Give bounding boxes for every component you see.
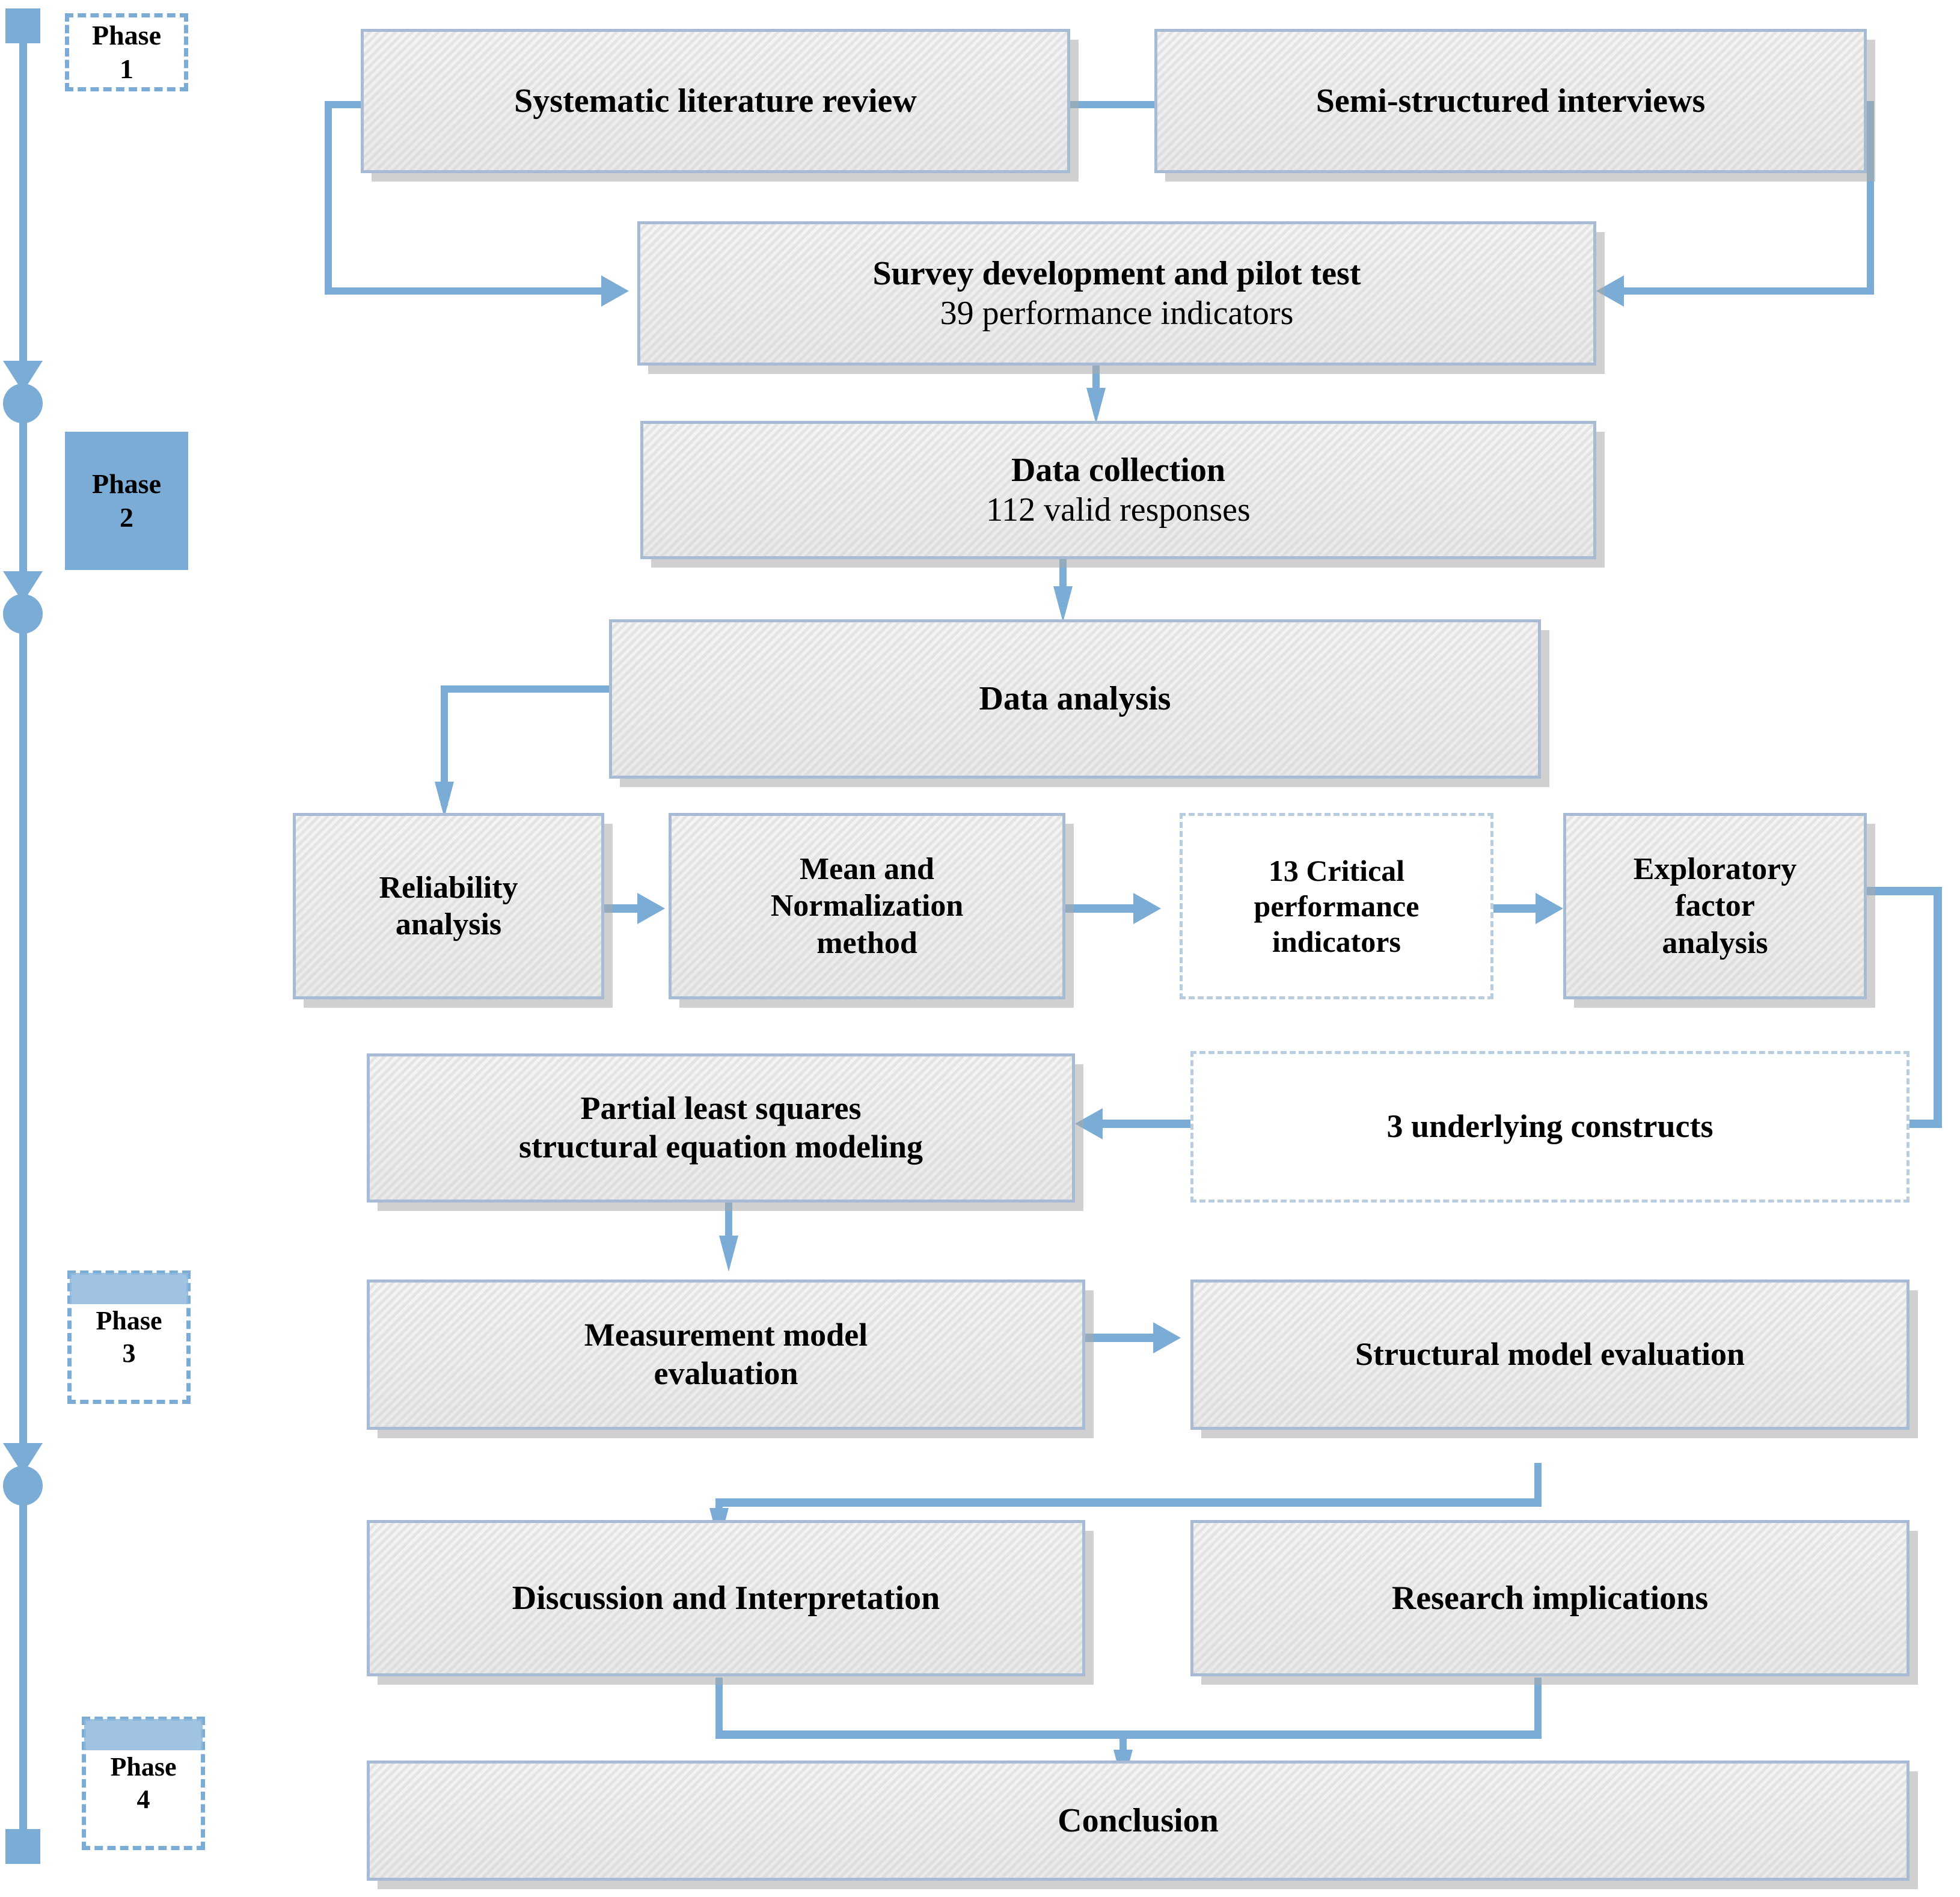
node-discussion-and-interpretation[interactable]: Discussion and Interpretation <box>367 1520 1085 1676</box>
node-mean-normalization-method[interactable]: Mean and Normalization method <box>669 813 1065 999</box>
edge-da-rel-arrow-icon <box>435 782 454 818</box>
node-label-line1: Mean and <box>800 851 934 886</box>
phase-3-number: 3 <box>122 1338 136 1368</box>
timeline-node-3 <box>3 1466 43 1506</box>
node-label-line1: Data collection <box>1011 451 1226 489</box>
node-underlying-constructs[interactable]: 3 underlying constructs <box>1190 1051 1909 1203</box>
timeline-segment-2 <box>19 415 27 589</box>
phase-marker-4: Phase 4 <box>82 1717 205 1850</box>
edge-slr-out <box>325 101 367 108</box>
node-label-line2: 39 performance indicators <box>940 295 1294 332</box>
phase-1-name: Phase <box>92 19 161 51</box>
node-label: Discussion and Interpretation <box>512 1579 940 1617</box>
edge-survey-dc-arrow-icon <box>1086 388 1106 424</box>
edge-da-rel-down <box>441 685 448 806</box>
node-measurement-model-evaluation[interactable]: Measurement model evaluation <box>367 1279 1085 1430</box>
phase-1-number: 1 <box>120 54 133 84</box>
edge-sm-disc-across <box>715 1498 1542 1507</box>
node-label-line3: method <box>816 925 917 960</box>
edge-constructs-pls-line <box>1100 1120 1190 1128</box>
edge-ssi-across <box>1623 287 1874 295</box>
node-conclusion[interactable]: Conclusion <box>367 1761 1909 1881</box>
edge-mean-cpi-arrow-icon <box>1133 893 1161 924</box>
node-label: 3 underlying constructs <box>1386 1108 1713 1145</box>
timeline-node-1 <box>3 384 43 423</box>
edge-ri-merge-down <box>1534 1678 1542 1738</box>
node-label-line2: 112 valid responses <box>986 491 1251 529</box>
timeline-segment-1 <box>19 36 27 379</box>
node-label-line1: Measurement model <box>584 1317 868 1353</box>
phase-4-number: 4 <box>136 1785 150 1814</box>
node-reliability-analysis[interactable]: Reliability analysis <box>293 813 604 999</box>
edge-da-rel-across <box>441 685 609 693</box>
node-label-line1: 13 Critical <box>1268 853 1405 887</box>
node-label-line2: evaluation <box>654 1355 798 1391</box>
node-semi-structured-interviews[interactable]: Semi-structured interviews <box>1154 29 1867 173</box>
node-label: Conclusion <box>1058 1801 1219 1839</box>
node-exploratory-factor-analysis[interactable]: Exploratory factor analysis <box>1563 813 1867 999</box>
node-data-analysis[interactable]: Data analysis <box>609 619 1541 779</box>
edge-rel-mean-line <box>604 904 642 913</box>
node-research-implications[interactable]: Research implications <box>1190 1520 1909 1676</box>
node-data-collection[interactable]: Data collection 112 valid responses <box>640 421 1596 559</box>
edge-rel-mean-arrow-icon <box>637 893 665 924</box>
timeline-start-marker <box>5 8 40 43</box>
edge-mm-sm-arrow-icon <box>1153 1322 1181 1353</box>
node-label-line1: Reliability <box>379 870 518 905</box>
node-structural-model-evaluation[interactable]: Structural model evaluation <box>1190 1279 1909 1430</box>
phase-marker-3: Phase 3 <box>67 1270 191 1404</box>
phase-marker-1: Phase 1 <box>65 13 188 91</box>
phase-3-name: Phase <box>96 1306 162 1336</box>
node-label-line1: Partial least squares <box>580 1090 862 1127</box>
node-label: Structural model evaluation <box>1355 1336 1745 1373</box>
edge-efa-out <box>1864 887 1941 895</box>
node-label-line2: factor <box>1675 889 1755 924</box>
node-label-line3: indicators <box>1272 924 1401 958</box>
timeline-segment-3 <box>19 625 27 1461</box>
edge-slr-down <box>325 101 332 295</box>
edge-merge-bar <box>715 1730 1542 1739</box>
node-label: Research implications <box>1391 1579 1709 1617</box>
edge-disc-merge-down <box>715 1678 723 1738</box>
node-label-line1: Exploratory <box>1633 851 1797 886</box>
node-systematic-literature-review[interactable]: Systematic literature review <box>361 29 1070 173</box>
edge-slr-arrow-icon <box>601 275 629 307</box>
node-label-line2: performance <box>1254 889 1419 923</box>
timeline-segment-4 <box>19 1497 27 1864</box>
node-label-line2: analysis <box>395 907 502 942</box>
edge-cpi-efa-arrow-icon <box>1536 893 1563 924</box>
edge-mm-sm-line <box>1085 1334 1163 1342</box>
edge-efa-down <box>1934 887 1942 1127</box>
phase-marker-2: Phase 2 <box>65 432 188 570</box>
edge-mean-cpi-line <box>1065 904 1144 913</box>
edge-sm-disc-down <box>1534 1463 1542 1505</box>
edge-constructs-pls-arrow-icon <box>1075 1108 1103 1139</box>
edge-pls-mm-line <box>725 1203 732 1245</box>
edge-slr-ssi <box>1070 101 1154 108</box>
node-label-line2: Normalization <box>770 889 964 924</box>
edge-dc-da-arrow-icon <box>1053 586 1073 622</box>
node-label: Systematic literature review <box>514 82 917 120</box>
timeline-node-2 <box>3 594 43 634</box>
node-label: Data analysis <box>979 680 1171 718</box>
edge-pls-mm-arrow-icon <box>719 1236 738 1272</box>
phase-2-name: Phase <box>92 468 161 499</box>
node-label-line3: analysis <box>1662 925 1768 960</box>
edge-cpi-efa-line <box>1493 904 1540 913</box>
edge-ssi-arrow-icon <box>1596 275 1624 307</box>
node-survey-development[interactable]: Survey development and pilot test 39 per… <box>637 221 1596 366</box>
node-critical-performance-indicators[interactable]: 13 Critical performance indicators <box>1180 813 1493 999</box>
edge-slr-across <box>325 287 607 295</box>
node-label: Semi-structured interviews <box>1315 82 1706 120</box>
timeline-end-marker <box>5 1829 40 1864</box>
node-label-line1: Survey development and pilot test <box>872 254 1361 292</box>
node-label-line2: structural equation modeling <box>518 1129 923 1165</box>
edge-ssi-down <box>1867 101 1874 295</box>
phase-4-name: Phase <box>110 1752 177 1782</box>
phase-2-number: 2 <box>120 502 133 533</box>
node-pls-sem[interactable]: Partial least squares structural equatio… <box>367 1053 1075 1203</box>
